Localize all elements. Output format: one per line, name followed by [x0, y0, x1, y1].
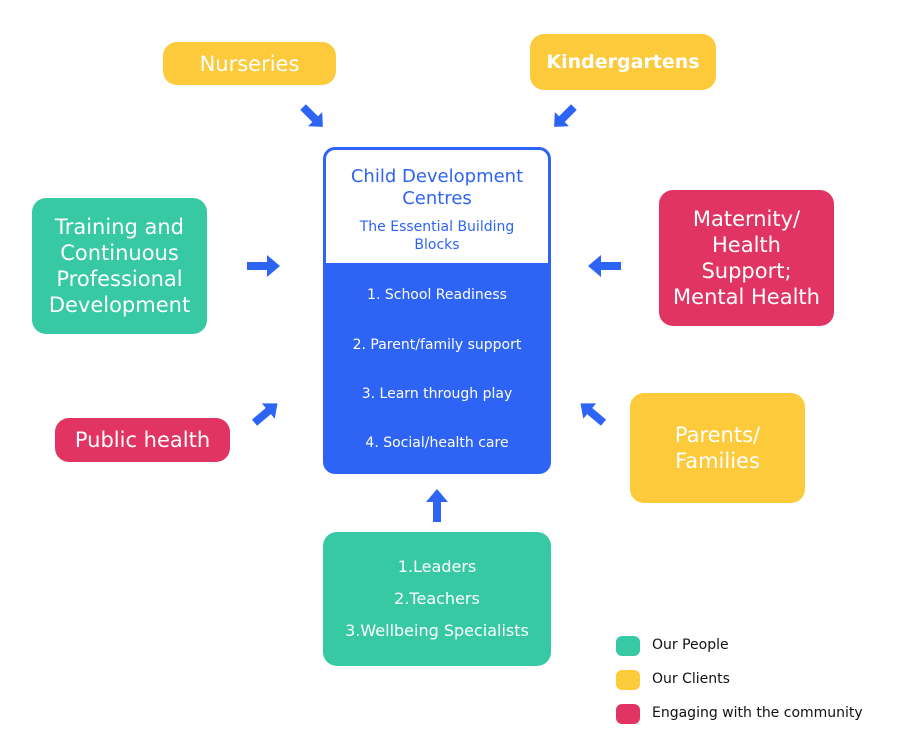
centre-header: Child Development Centres The Essential … [326, 150, 548, 263]
legend-swatch-our-people [616, 636, 640, 656]
training-node: Training and Continuous Professional Dev… [32, 198, 207, 334]
child-development-centre-node: Child Development Centres The Essential … [323, 147, 551, 474]
training-label: Training and Continuous Professional Dev… [48, 215, 191, 317]
arrow-public-health-to-centre [251, 403, 278, 426]
nurseries-node: Nurseries [163, 42, 336, 85]
kindergartens-node: Kindergartens [530, 34, 716, 90]
people-node: 1.Leaders 2.Teachers 3.Wellbeing Special… [323, 532, 551, 666]
arrow-maternity-to-centre [588, 255, 621, 277]
people-item-3: 3.Wellbeing Specialists [345, 621, 529, 640]
legend-label-community: Engaging with the community [652, 705, 863, 721]
arrow-nurseries-to-centre [300, 104, 323, 127]
centre-title: Child Development Centres [350, 166, 524, 209]
centre-item-3: 3. Learn through play [361, 386, 513, 402]
parents-node: Parents/ Families [630, 393, 805, 503]
arrow-kindergartens-to-centre [554, 104, 577, 127]
arrow-people-to-centre [426, 489, 448, 522]
centre-subtitle: The Essential Building Blocks [359, 219, 515, 253]
nurseries-label: Nurseries [199, 51, 300, 76]
legend-label-our-clients: Our Clients [652, 671, 730, 687]
maternity-node: Maternity/ Health Support; Mental Health [659, 190, 834, 326]
arrow-parents-to-centre [580, 403, 607, 426]
centre-item-2: 2. Parent/family support [352, 337, 522, 353]
legend-label-our-people: Our People [652, 637, 729, 653]
parents-label: Parents/ Families [674, 423, 761, 473]
people-item-1: 1.Leaders [397, 557, 477, 576]
public-health-label: Public health [74, 428, 211, 452]
kindergartens-label: Kindergartens [546, 51, 700, 73]
maternity-label: Maternity/ Health Support; Mental Health [673, 207, 820, 309]
centre-item-1: 1. School Readiness [367, 287, 507, 303]
people-item-2: 2.Teachers [394, 589, 480, 608]
arrow-training-to-centre [247, 255, 280, 277]
centre-item-4: 4. Social/health care [365, 435, 509, 451]
legend-swatch-our-clients [616, 670, 640, 690]
public-health-node: Public health [55, 418, 230, 462]
legend-swatch-community [616, 704, 640, 724]
